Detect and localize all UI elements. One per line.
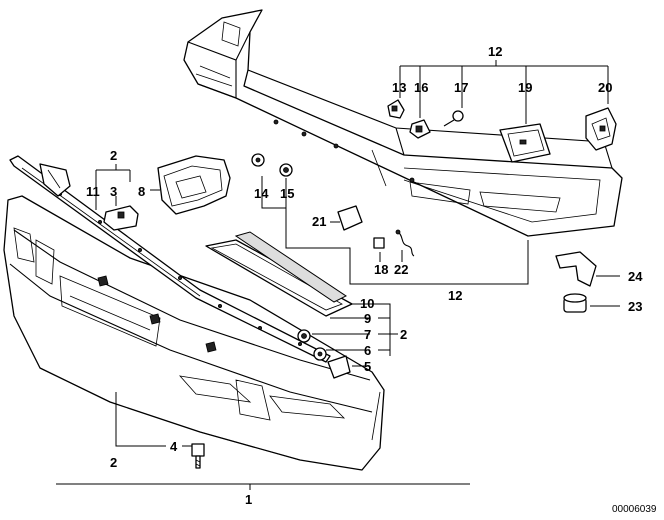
callout-20: 20 [598,80,612,95]
callout-24: 24 [628,269,643,284]
grommet-part-6 [313,347,327,361]
air-duct-part-8 [157,155,231,215]
callout-1: 1 [245,492,252,507]
callout-6: 6 [364,343,371,358]
callout-labels: 12 13 16 17 19 20 2 11 3 8 14 15 21 18 2… [86,44,657,515]
grille-strip-part-9 [234,231,347,303]
callout-3: 3 [110,184,117,199]
nut-part-7 [297,329,311,343]
callout-2-top: 2 [110,148,117,163]
cover-part-21 [337,205,363,231]
clip-part-18 [373,237,385,249]
callout-12-bottom: 12 [448,288,462,303]
screw-part-17 [443,110,464,127]
rubber-pad-part-23 [563,293,587,313]
document-number: 00006039 [612,504,657,515]
callout-15: 15 [280,186,294,201]
clip-part-13 [387,99,405,119]
upper-bumper-part-12 [183,9,623,237]
callout-13: 13 [392,80,406,95]
bolt-part-4 [191,443,205,469]
callout-8: 8 [138,184,145,199]
callout-21: 21 [312,214,326,229]
callout-14: 14 [254,186,269,201]
callout-22: 22 [394,262,408,277]
nut-part-15 [279,163,293,177]
leader-lines [56,60,620,490]
callout-23: 23 [628,299,642,314]
plate-part-19 [499,123,551,163]
wire-part-22 [395,229,415,257]
callout-2-right: 2 [400,327,407,342]
callout-18: 18 [374,262,388,277]
callout-10: 10 [360,296,374,311]
callout-17: 17 [454,80,468,95]
callout-5: 5 [364,359,371,374]
bracket-part-5 [327,355,351,379]
callout-11: 11 [86,184,100,199]
callout-4: 4 [170,439,178,454]
callout-19: 19 [518,80,532,95]
bracket-part-20 [585,107,617,151]
grommet-part-14 [251,153,265,167]
callout-9: 9 [364,311,371,326]
bracket-part-24 [555,251,597,287]
callout-12-top: 12 [488,44,502,59]
callout-2-bottom: 2 [110,455,117,470]
callout-7: 7 [364,327,371,342]
callout-16: 16 [414,80,428,95]
nut-part-16 [409,119,431,139]
bracket-part-3 [103,205,139,231]
lower-bumper-assembly [3,155,385,471]
